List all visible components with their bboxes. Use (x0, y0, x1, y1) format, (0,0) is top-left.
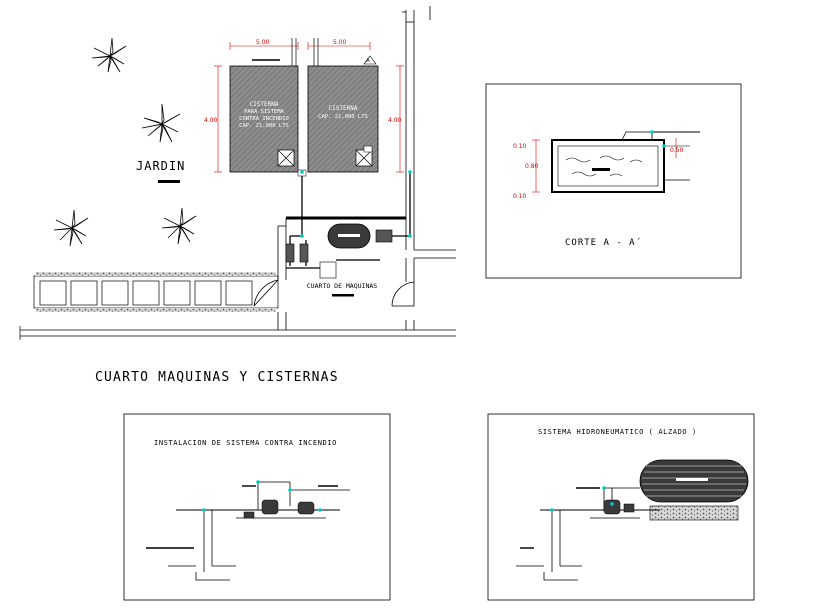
pipe-nodes (300, 170, 412, 238)
section-marker: A (366, 58, 370, 64)
garden-label-bar (158, 180, 180, 183)
dim-side-left: 4.00 (204, 117, 218, 124)
boundary-wall (402, 6, 456, 330)
section-dim-d: 0.50 (670, 147, 684, 154)
pump-icon (603, 499, 635, 515)
machine-room-label: CUARTO DE MAQUINAS (307, 282, 378, 290)
palm-tree-icon (161, 207, 197, 245)
section-dim-b: 0.80 (525, 163, 539, 170)
cistern-left-label-4: CAP. 21,000 LTS (239, 123, 289, 129)
dim-top-left: 5.00 (256, 39, 270, 46)
section-title: CORTE A - A´ (565, 237, 642, 248)
hydro-tank-plan (327, 223, 393, 249)
hydro-panel: SISTEMA HIDRONEUMATICO ( ALZADO ) (487, 413, 755, 601)
planter-row (33, 272, 279, 312)
machine-room-walls (253, 216, 415, 330)
water-line (565, 155, 643, 177)
section-dim-c: 0.10 (513, 193, 527, 200)
pump-icon (243, 499, 315, 519)
cistern-right-label-1: CISTERNA (329, 105, 358, 112)
supply-pipes (252, 38, 319, 66)
hydro-tank-elevation (639, 459, 749, 521)
section-dim-a: 0.10 (513, 143, 527, 150)
cistern-left-label-3: CONTRA INCENDIO (239, 116, 289, 122)
dim-top-right: 5.00 (333, 39, 347, 46)
garden-label: JARDIN (136, 159, 185, 173)
machine-room-label-bar (332, 294, 354, 297)
cistern-right-label-2: CAP. 21,000 LTS (318, 114, 368, 120)
fire-system-panel: INSTALACION DE SISTEMA CONTRA INCENDIO (123, 413, 391, 601)
section-marker-arrow (363, 55, 377, 65)
dim-side-right: 4.00 (388, 117, 402, 124)
palm-tree-icon (141, 103, 181, 143)
cistern-hatch-boxes (277, 149, 373, 167)
palm-tree-icon (53, 209, 89, 247)
pump-icon (285, 243, 309, 263)
cistern-left-label-2: PARA SISTEMA (244, 109, 284, 115)
hydro-panel-title: SISTEMA HIDRONEUMATICO ( ALZADO ) (538, 428, 697, 436)
cistern-left-label-1: CISTERNA (250, 101, 279, 108)
palm-tree-icon (91, 37, 127, 73)
site-plan: JARDIN (19, 6, 456, 340)
fire-panel-title: INSTALACION DE SISTEMA CONTRA INCENDIO (154, 439, 337, 447)
ground-lines (19, 326, 456, 340)
main-title: CUARTO MAQUINAS Y CISTERNAS (95, 370, 339, 385)
section-panel: 0.10 0.80 0.10 0.50 CORTE A - A´ (485, 83, 742, 279)
panel-box (319, 261, 337, 279)
